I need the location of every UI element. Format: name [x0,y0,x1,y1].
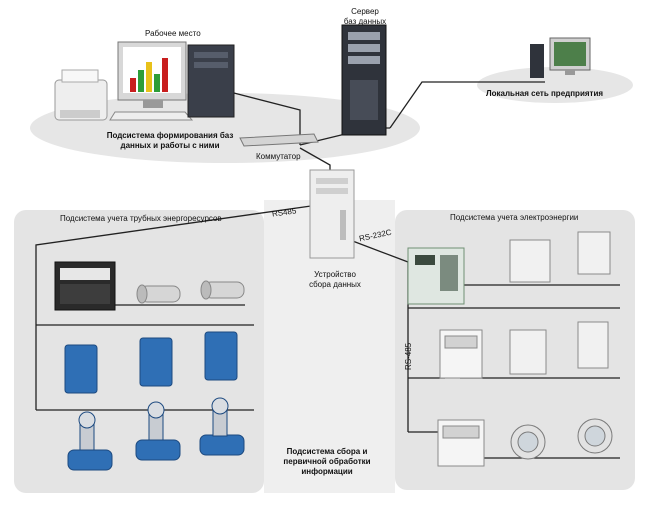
data-collector-icon [309,169,355,259]
collector-label: Устройство сбора данных [309,270,361,289]
heat-calculator-icon [54,261,116,311]
monitor-icon [117,41,187,108]
pipe-subsystem-label: Подсистема учета трубных энергоресурсов [60,214,222,223]
lan-ellipse [477,67,633,103]
collect-subsystem-label: Подсистема сбора и первичной обработки и… [283,447,371,476]
tower-pc-icon [187,44,235,118]
printer-icon [54,69,108,121]
db-subsystem-label: Подсистема формирования баз данных и раб… [106,131,234,150]
workstation-label: Рабочее место [145,29,201,38]
electricity-meter-icon [509,231,611,375]
round-meter-icon [510,418,613,460]
lan-label: Локальная сеть предприятия [486,89,604,98]
switch-label: Коммутатор [256,152,301,161]
controller-icon-2 [437,329,485,467]
db-subsystem-ellipse [30,93,420,163]
flow-sensor-icon [136,280,245,304]
server-icon [341,24,387,136]
server-label: Сервер баз данных [343,7,387,26]
lan-pc-icon [530,37,591,78]
ultrasonic-meter-icon [64,331,238,394]
controller-icon [407,247,465,305]
switch-icon [239,133,319,147]
electromagnetic-flowmeter-icon [67,397,245,471]
power-subsystem-label: Подсистема учета электроэнергии [450,213,579,222]
rs485-left-label: RS-485 [404,342,413,370]
keyboard-icon [109,111,194,121]
